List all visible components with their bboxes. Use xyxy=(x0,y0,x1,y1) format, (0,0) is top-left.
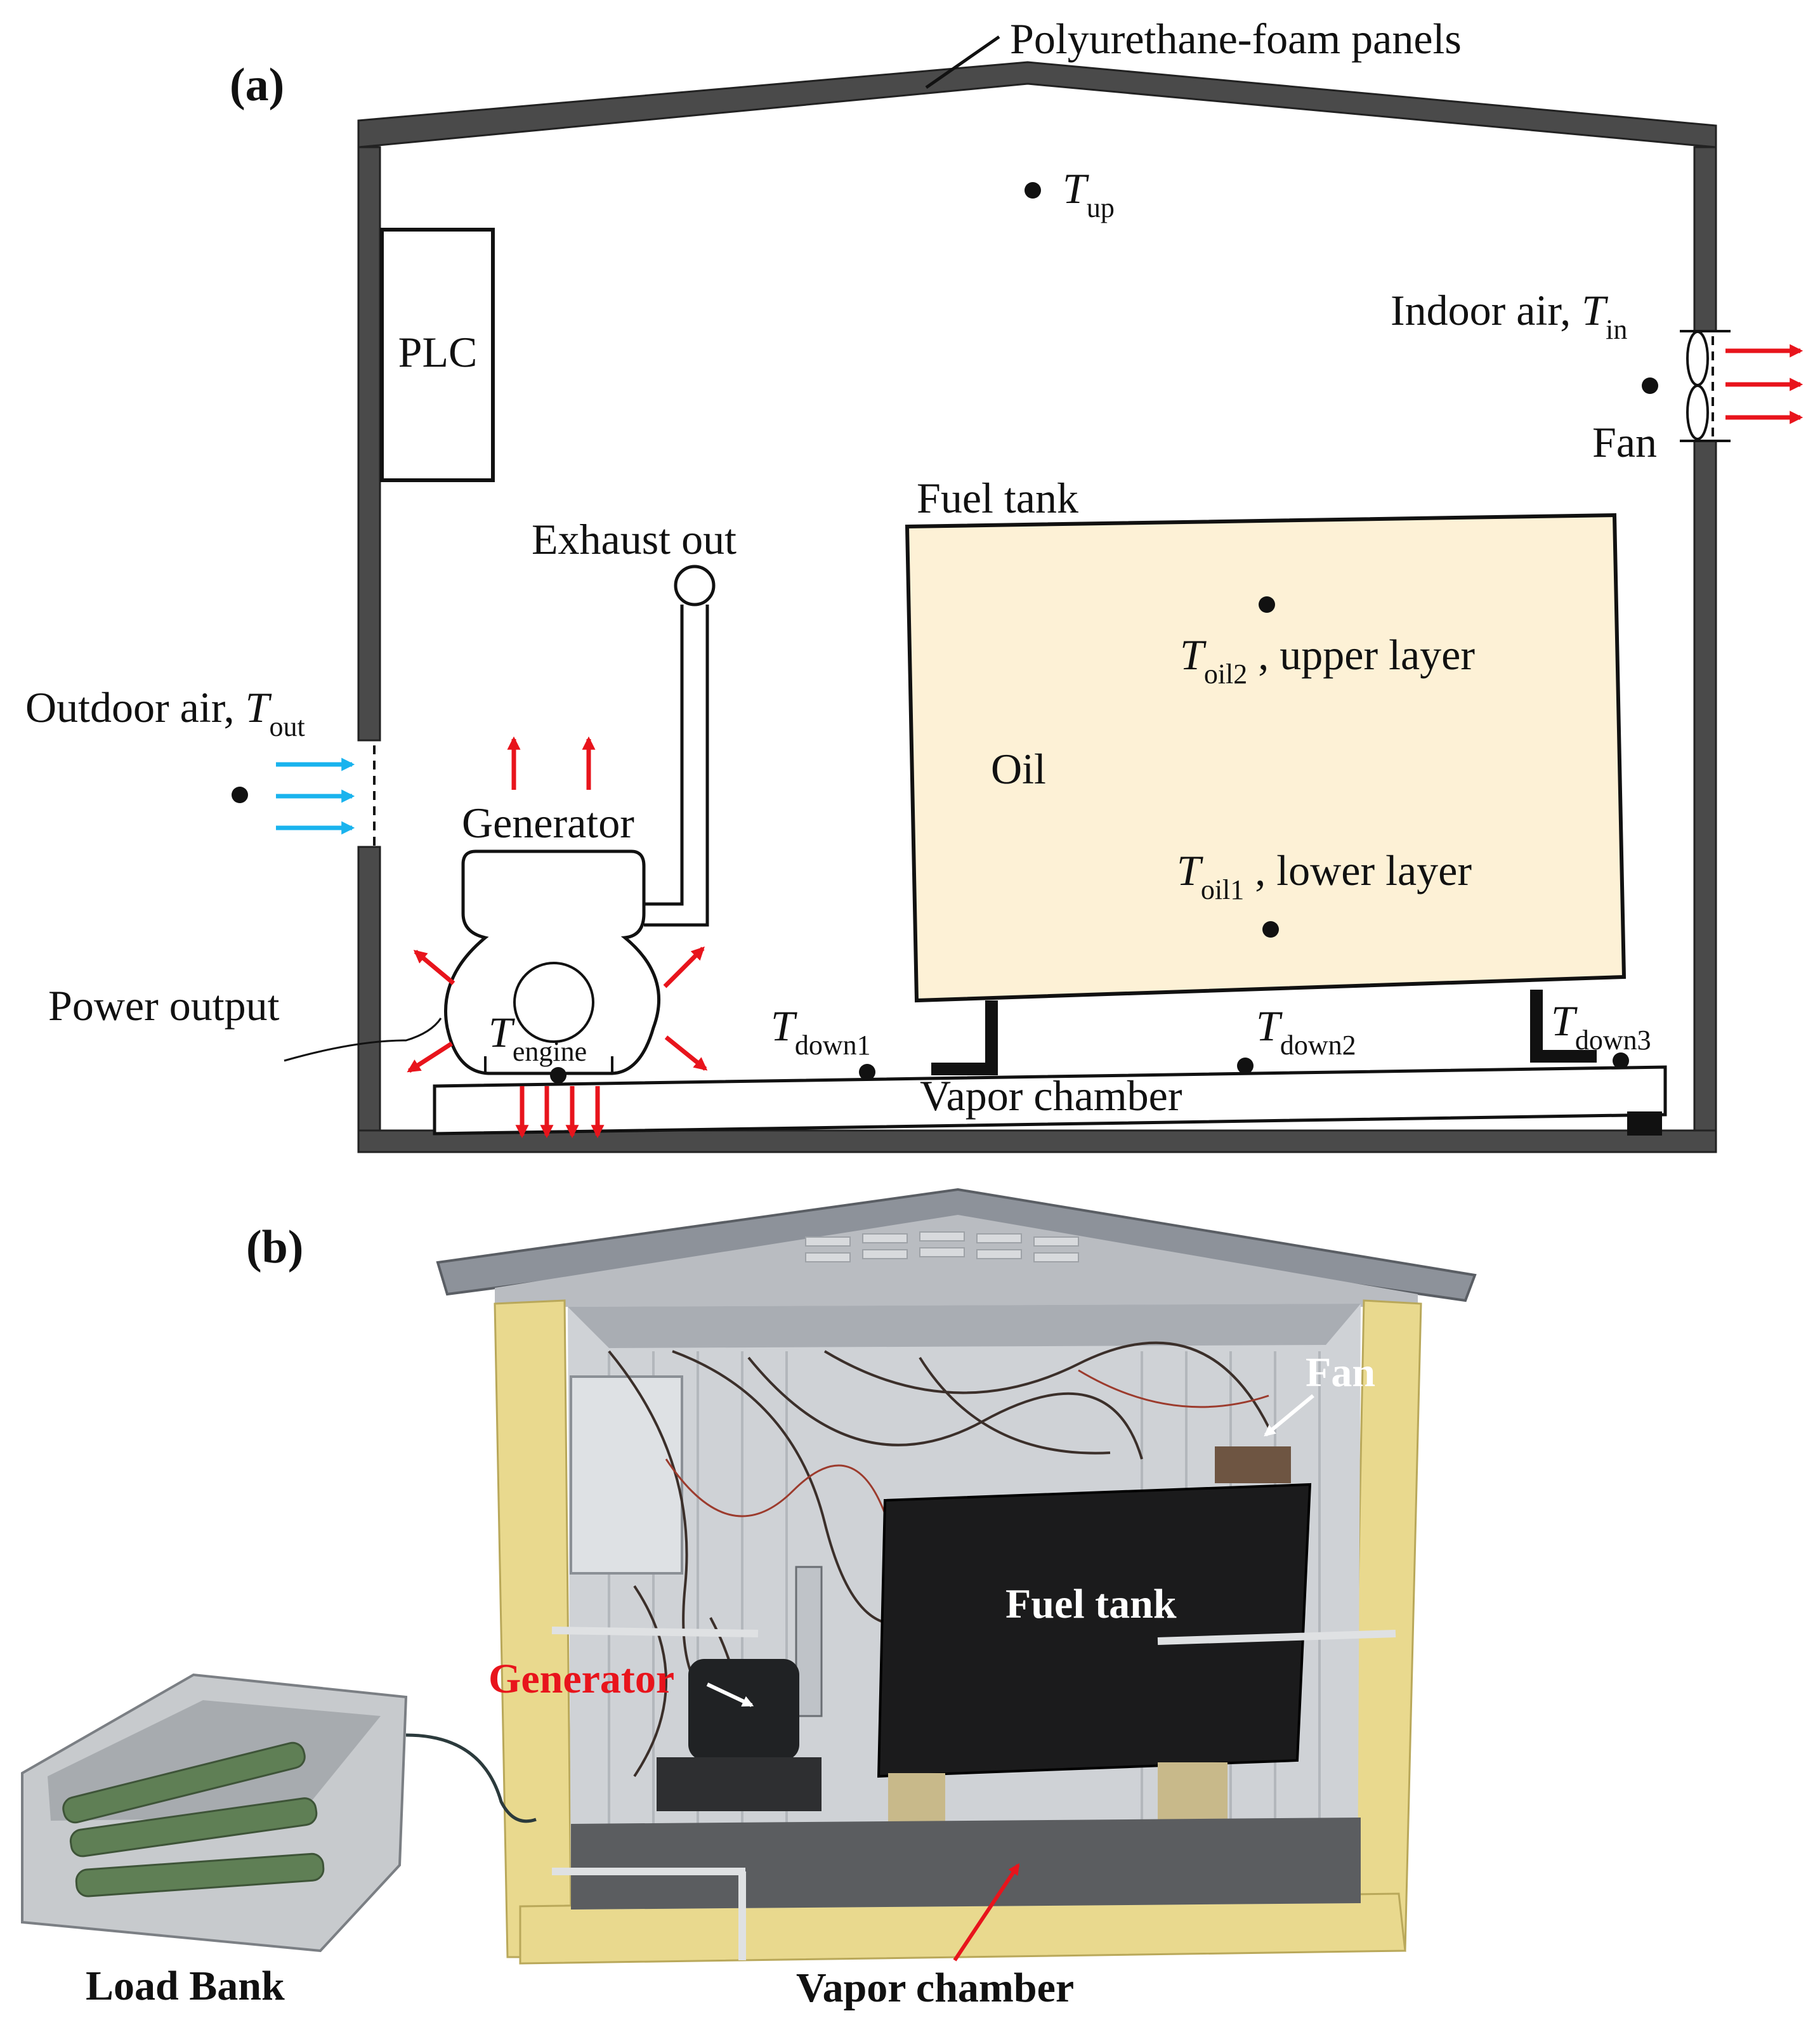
outdoor-air-label: Outdoor air, Tout xyxy=(25,683,305,742)
t-oil1-dot xyxy=(1262,921,1279,938)
wiring-red xyxy=(665,1369,1269,1523)
t-out-dot xyxy=(232,787,248,803)
photo-floor xyxy=(571,1818,1361,1910)
photo-vapor-pointer xyxy=(953,1863,1020,1962)
tank-legs xyxy=(931,990,1597,1075)
shelter-ceiling xyxy=(568,1304,1361,1348)
fuel-tank-box xyxy=(905,513,1627,1003)
shelf-left xyxy=(551,1627,759,1637)
roof-panel xyxy=(357,61,1717,148)
t-oil2-label: Toil2 , upper layer xyxy=(1180,631,1475,690)
vapor-chamber-support xyxy=(1627,1111,1662,1136)
oil-label: Oil xyxy=(991,745,1046,793)
fuel-tank-label: Fuel tank xyxy=(917,474,1078,522)
heat-arrow-downleft xyxy=(407,1042,453,1073)
t-oil2-dot xyxy=(1259,596,1275,613)
heat-arrow-upright xyxy=(663,947,705,988)
fan-symbol xyxy=(1680,330,1731,442)
roof-vents xyxy=(805,1231,1079,1262)
vapor-chamber-box xyxy=(433,1065,1667,1136)
tank-pallet-left xyxy=(888,1773,945,1824)
t-in-dot xyxy=(1642,377,1658,394)
right-wall-lower xyxy=(1693,440,1717,1151)
plc-label: PLC xyxy=(398,328,478,376)
vapor-heat-arrows xyxy=(515,1086,605,1139)
indoor-air-label: Indoor air, Tin xyxy=(1391,286,1627,345)
t-down2-label: Tdown2 xyxy=(1256,1002,1356,1061)
left-wall-upper xyxy=(357,146,381,742)
load-bank-resistors xyxy=(62,1741,325,1897)
plc-box xyxy=(380,228,495,482)
photo-load-bank-label: Load Bank xyxy=(86,1963,285,2009)
shelter-photo xyxy=(436,1188,1477,1965)
exhaust-label: Exhaust out xyxy=(532,515,737,563)
t-engine-dot xyxy=(550,1067,566,1084)
panel-a: (a) Polyurethane-foam panels Tup PLC Ind… xyxy=(25,15,1804,1153)
panel-b-tag: (b) xyxy=(246,1221,303,1273)
photo-generator-base xyxy=(657,1757,822,1811)
photo-fan-pointer xyxy=(1264,1394,1314,1437)
t-engine-label: Tengine xyxy=(488,1008,587,1067)
photo-fuel-tank xyxy=(877,1483,1312,1778)
generator-label: Generator xyxy=(462,799,634,847)
t-down3-dot xyxy=(1613,1052,1629,1069)
tank-leg-left xyxy=(985,1000,998,1075)
shelf-right xyxy=(1157,1630,1396,1645)
generator-heat-arrows xyxy=(407,947,708,1073)
t-down3-label: Tdown3 xyxy=(1551,997,1651,1056)
power-cable xyxy=(284,1018,442,1062)
t-down1-dot xyxy=(859,1064,875,1080)
load-bank-cable xyxy=(405,1733,537,1823)
t-down1-label: Tdown1 xyxy=(771,1002,871,1061)
roof-pointer xyxy=(925,35,1000,89)
panel-b: (b) xyxy=(21,1188,1477,2011)
photo-fan-label: Fan xyxy=(1306,1349,1375,1396)
tank-pallet-right xyxy=(1158,1762,1228,1819)
shelter-roof-front xyxy=(495,1215,1418,1307)
load-bank-photo xyxy=(21,1673,537,1953)
shelter-foam-right xyxy=(1350,1299,1422,1952)
tank-foot-left xyxy=(931,1063,998,1075)
roof-label: Polyurethane-foam panels xyxy=(1010,15,1462,63)
outflow-arrows xyxy=(1725,344,1804,424)
exhaust-pipe xyxy=(644,605,709,927)
photo-exhaust-pipe xyxy=(795,1566,823,1717)
vapor-chamber-label: Vapor chamber xyxy=(920,1071,1182,1120)
fan-label: Fan xyxy=(1592,418,1657,466)
shelter-roof xyxy=(436,1188,1477,1302)
photo-generator-label: Generator xyxy=(488,1656,674,1702)
house-wall xyxy=(357,61,1717,1153)
photo-vapor-chamber-label: Vapor chamber xyxy=(796,1965,1074,2011)
generator-feet xyxy=(484,1056,613,1073)
photo-generator xyxy=(688,1659,799,1760)
tank-foot-right xyxy=(1530,1050,1597,1063)
engine-wheel xyxy=(513,962,594,1043)
heat-arrow-downright xyxy=(664,1035,708,1071)
photo-fuel-tank-label: Fuel tank xyxy=(1005,1581,1177,1627)
t-up-label: Tup xyxy=(1063,164,1115,223)
exhaust-outlet xyxy=(674,565,716,606)
t-down2-dot xyxy=(1237,1058,1254,1074)
generator-heat-up-arrows xyxy=(507,736,596,790)
floor-wall xyxy=(357,1129,1717,1153)
panel-a-tag: (a) xyxy=(230,59,284,111)
power-output-label: Power output xyxy=(48,981,280,1030)
t-oil1-label: Toil1 , lower layer xyxy=(1177,846,1472,905)
control-box xyxy=(570,1375,683,1575)
photo-generator-pointer xyxy=(706,1682,754,1707)
inflow-arrows xyxy=(276,757,355,835)
photo-fan xyxy=(1215,1446,1291,1483)
tank-leg-right xyxy=(1530,990,1543,1063)
t-up-dot xyxy=(1025,182,1041,199)
heat-arrow-upleft xyxy=(413,950,455,985)
left-wall-lower xyxy=(357,846,381,1151)
right-wall-upper xyxy=(1693,146,1717,332)
